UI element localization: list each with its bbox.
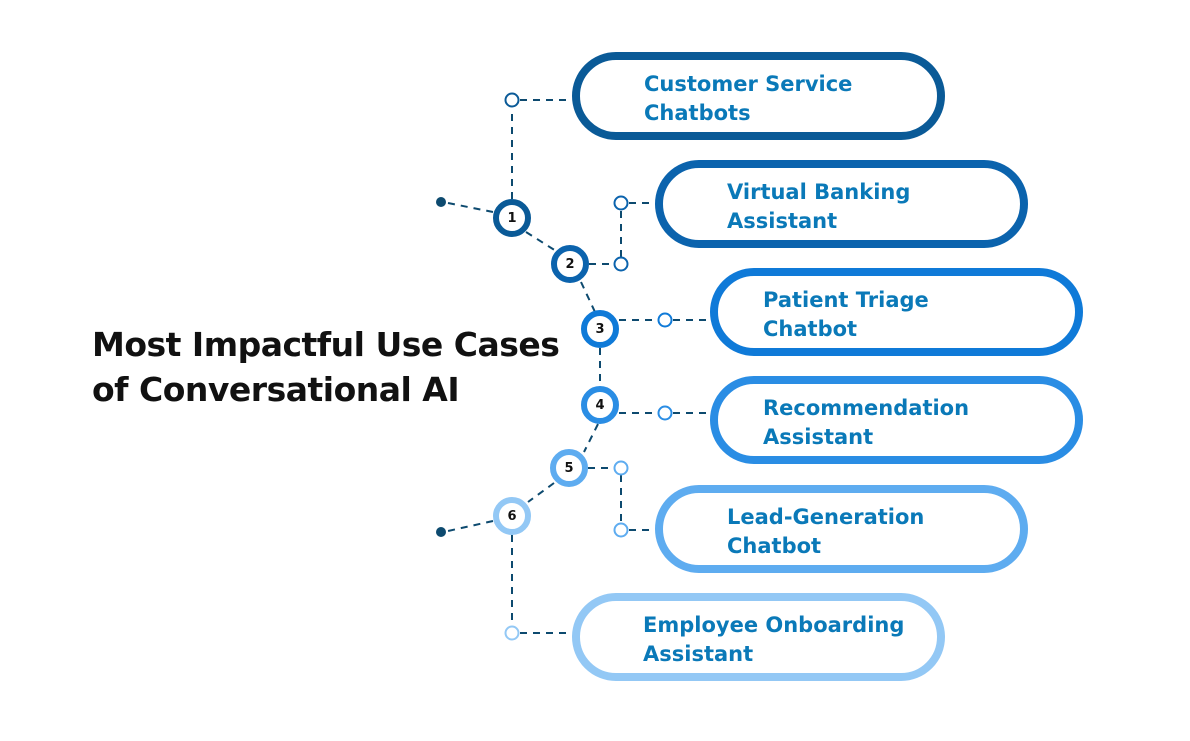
- title-line-1: Most Impactful Use Cases: [92, 325, 560, 364]
- spine-end-dot: [436, 527, 446, 537]
- step-node-1: 1: [493, 199, 531, 237]
- label-line-2: Assistant: [763, 425, 874, 449]
- junction-ring-2b: [613, 195, 629, 211]
- label-line-1: Employee Onboarding: [643, 613, 905, 637]
- use-case-label: Patient Triage Chatbot: [763, 286, 1053, 344]
- use-case-label: Recommendation Assistant: [763, 394, 1053, 452]
- use-case-label: Customer Service Chatbots: [644, 70, 934, 128]
- label-line-2: Chatbots: [644, 101, 751, 125]
- junction-ring-6: [504, 625, 520, 641]
- step-node-6: 6: [493, 497, 531, 535]
- junction-ring-2a: [613, 256, 629, 272]
- label-line-1: Customer Service: [644, 72, 853, 96]
- label-line-1: Lead-Generation: [727, 505, 925, 529]
- label-line-1: Virtual Banking: [727, 180, 911, 204]
- spine-start-dot: [436, 197, 446, 207]
- use-case-card-recommendation: Recommendation Assistant: [710, 376, 1083, 464]
- use-case-label: Virtual Banking Assistant: [727, 178, 1017, 236]
- junction-ring-5a: [613, 460, 629, 476]
- spine-segment: [583, 423, 599, 453]
- use-case-card-patient-triage: Patient Triage Chatbot: [710, 268, 1083, 356]
- label-line-2: Chatbot: [727, 534, 822, 558]
- use-case-card-employee-onboarding: Employee Onboarding Assistant: [572, 593, 945, 681]
- label-line-2: Assistant: [643, 642, 754, 666]
- junction-ring-3: [657, 312, 673, 328]
- spine-segment: [527, 482, 555, 503]
- step-node-4: 4: [581, 386, 619, 424]
- spine-segment: [447, 520, 494, 532]
- diagram-title: Most Impactful Use Cases of Conversation…: [92, 322, 572, 412]
- junction-ring-4: [657, 405, 673, 421]
- label-line-2: Assistant: [727, 209, 838, 233]
- junction-ring-5b: [613, 522, 629, 538]
- use-case-label: Employee Onboarding Assistant: [643, 611, 933, 669]
- use-case-label: Lead-Generation Chatbot: [727, 503, 1017, 561]
- step-node-5: 5: [550, 449, 588, 487]
- label-line-2: Chatbot: [763, 317, 858, 341]
- label-line-1: Recommendation: [763, 396, 970, 420]
- spine-segment: [580, 281, 596, 313]
- use-case-card-customer-service: Customer Service Chatbots: [572, 52, 945, 140]
- title-line-2: of Conversational AI: [92, 370, 460, 409]
- step-node-3: 3: [581, 310, 619, 348]
- use-case-card-lead-generation: Lead-Generation Chatbot: [655, 485, 1028, 573]
- step-node-2: 2: [551, 245, 589, 283]
- spine-segment: [525, 231, 557, 252]
- junction-ring-1: [504, 92, 520, 108]
- use-case-card-virtual-banking: Virtual Banking Assistant: [655, 160, 1028, 248]
- label-line-1: Patient Triage: [763, 288, 929, 312]
- spine-segment: [447, 202, 494, 213]
